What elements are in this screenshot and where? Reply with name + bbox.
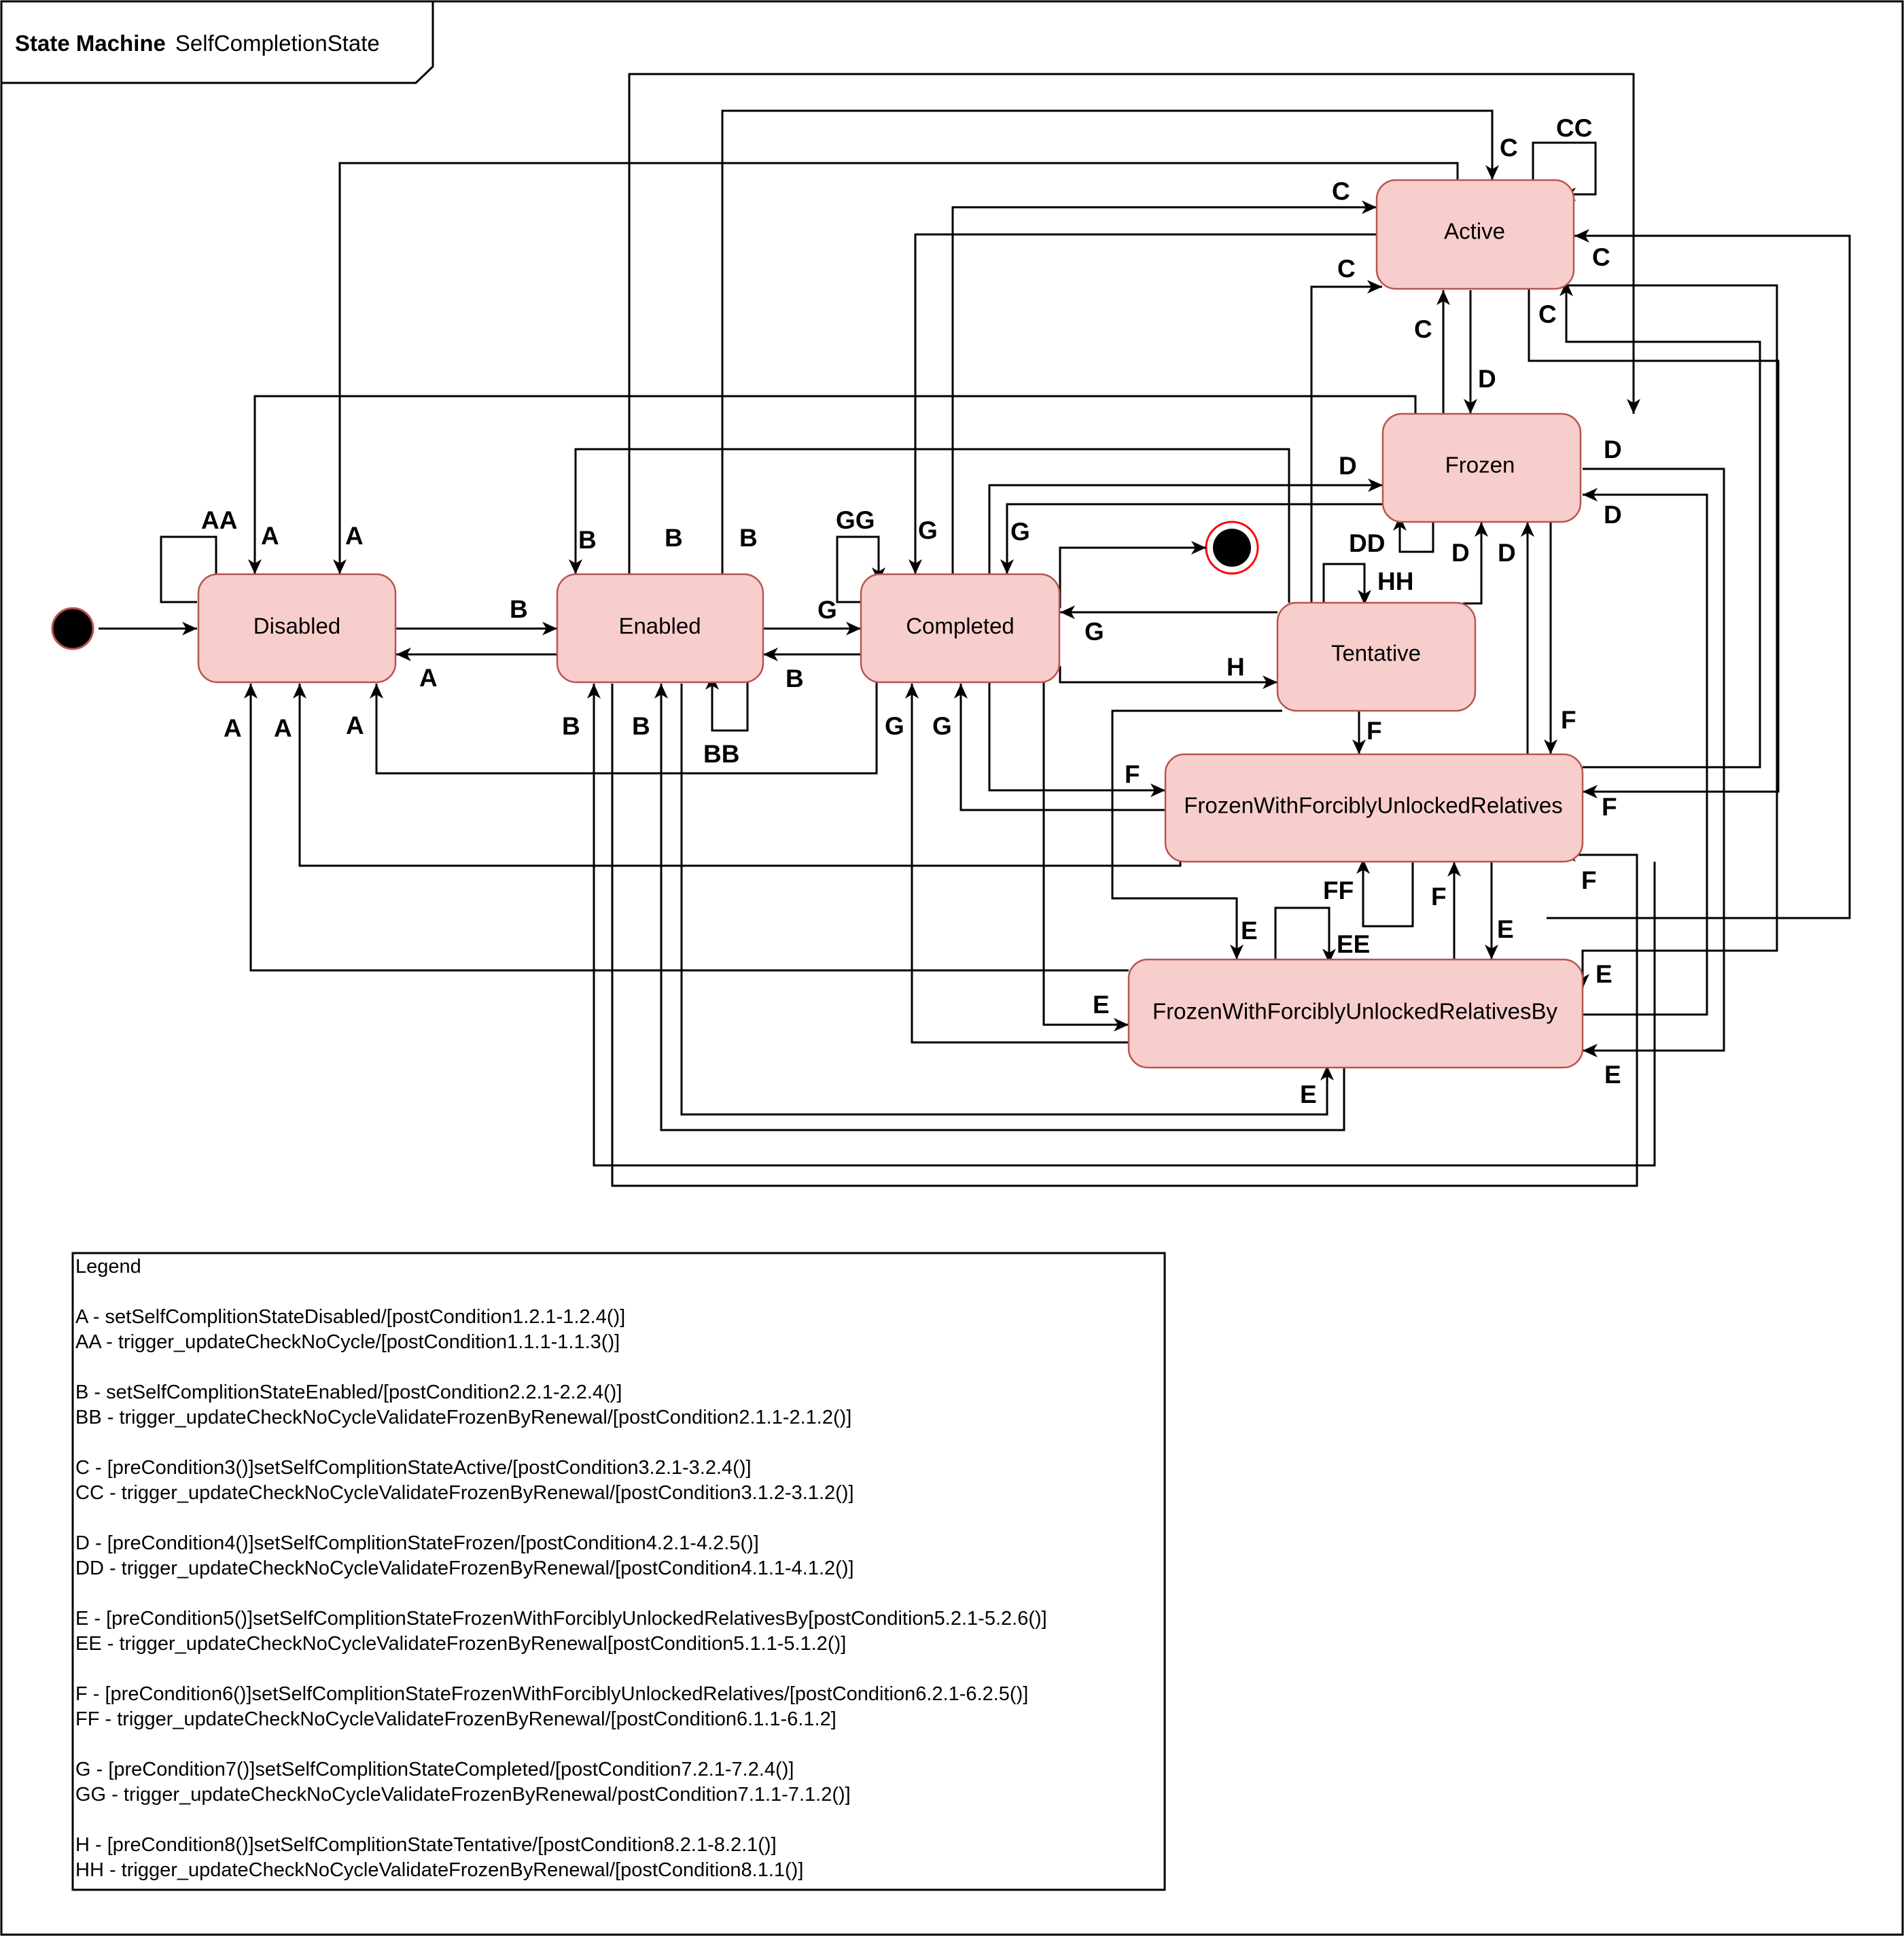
svg-text:F: F	[1602, 793, 1617, 821]
transition-labels: AA A A A A A A B B B B B B B BB G GG G G…	[201, 114, 1622, 1108]
state-frozen: Frozen	[1381, 412, 1582, 523]
state-enabled-label: Enabled	[618, 614, 701, 639]
svg-text:C: C	[1414, 315, 1432, 343]
legend-line: C - [preCondition3()]setSelfComplitionSt…	[75, 1457, 752, 1479]
svg-text:E: E	[1497, 915, 1514, 943]
svg-text:G: G	[817, 596, 837, 624]
svg-text:GG: GG	[836, 506, 875, 534]
svg-text:DD: DD	[1349, 529, 1385, 557]
svg-text:G: G	[1085, 618, 1104, 646]
state-completed-label: Completed	[906, 614, 1015, 639]
state-tentative: Tentative	[1276, 601, 1477, 712]
svg-text:E: E	[1093, 991, 1110, 1019]
svg-text:D: D	[1478, 365, 1496, 393]
svg-text:G: G	[885, 712, 904, 740]
svg-text:EE: EE	[1337, 930, 1370, 958]
initial-state	[51, 607, 94, 650]
legend-line: D - [preCondition4()]setSelfComplitionSt…	[75, 1532, 759, 1554]
svg-text:A: A	[274, 714, 292, 742]
svg-text:CC: CC	[1556, 114, 1592, 142]
state-enabled: Enabled	[556, 573, 764, 684]
state-frozen-relatives-by-label: FrozenWithForciblyUnlockedRelativesBy	[1152, 999, 1558, 1024]
svg-text:A: A	[224, 714, 242, 742]
svg-text:A: A	[261, 522, 279, 550]
svg-text:H: H	[1227, 653, 1245, 681]
state-completed: Completed	[860, 573, 1061, 684]
state-frozen-relatives-by: FrozenWithForciblyUnlockedRelativesBy	[1127, 958, 1584, 1069]
legend-line: DD - trigger_updateCheckNoCycleValidateF…	[75, 1557, 854, 1579]
svg-text:F: F	[1581, 866, 1597, 894]
svg-text:E: E	[1300, 1080, 1317, 1108]
state-frozen-label: Frozen	[1445, 453, 1515, 478]
svg-text:F: F	[1561, 706, 1576, 734]
legend: Legend A - setSelfComplitionStateDisable…	[75, 1256, 1047, 1881]
svg-text:C: C	[1337, 255, 1356, 283]
svg-text:D: D	[1451, 539, 1470, 567]
legend-line: CC - trigger_updateCheckNoCycleValidateF…	[75, 1482, 854, 1504]
legend-title: Legend	[75, 1256, 141, 1278]
svg-text:G: G	[1010, 518, 1030, 546]
svg-text:B: B	[510, 595, 528, 623]
svg-text:E: E	[1241, 917, 1258, 945]
svg-text:G: G	[932, 712, 952, 740]
state-active: Active	[1375, 179, 1575, 290]
frame-title-tab	[0, 0, 434, 84]
svg-text:B: B	[665, 524, 683, 552]
state-disabled-label: Disabled	[253, 614, 340, 639]
legend-line: AA - trigger_updateCheckNoCycle/[postCon…	[75, 1331, 620, 1353]
final-state-inner	[1213, 529, 1251, 567]
legend-line: B - setSelfComplitionStateEnabled/[postC…	[75, 1381, 622, 1403]
svg-text:C: C	[1592, 243, 1610, 271]
svg-text:D: D	[1604, 436, 1622, 463]
frame-title-keyword: State Machine	[15, 31, 166, 56]
svg-text:BB: BB	[703, 740, 739, 768]
svg-text:A: A	[346, 711, 364, 739]
legend-line: G - [preCondition7()]setSelfComplitionSt…	[75, 1759, 794, 1780]
svg-text:D: D	[1339, 452, 1357, 480]
frame-title: State Machine SelfCompletionState	[15, 31, 380, 56]
svg-text:G: G	[918, 516, 938, 544]
state-frozen-relatives: FrozenWithForciblyUnlockedRelatives	[1164, 753, 1584, 863]
svg-text:A: A	[345, 522, 364, 550]
svg-text:F: F	[1367, 717, 1382, 745]
legend-line: A - setSelfComplitionStateDisabled/[post…	[75, 1306, 625, 1328]
frame-title-name: SelfCompletionState	[175, 31, 380, 56]
svg-text:C: C	[1500, 134, 1518, 162]
legend-line: E - [preCondition5()]setSelfComplitionSt…	[75, 1608, 1047, 1630]
svg-text:E: E	[1604, 1061, 1621, 1089]
state-frozen-relatives-label: FrozenWithForciblyUnlockedRelatives	[1184, 793, 1563, 818]
svg-text:C: C	[1332, 177, 1350, 205]
legend-line: GG - trigger_updateCheckNoCycleValidateF…	[75, 1784, 851, 1806]
state-disabled: Disabled	[197, 573, 397, 684]
svg-text:A: A	[419, 664, 438, 692]
legend-line: EE - trigger_updateCheckNoCycleValidateF…	[75, 1633, 846, 1655]
legend-line: BB - trigger_updateCheckNoCycleValidateF…	[75, 1407, 851, 1428]
svg-text:FF: FF	[1323, 877, 1354, 904]
legend-line: H - [preCondition8()]setSelfComplitionSt…	[75, 1834, 777, 1856]
state-tentative-label: Tentative	[1331, 641, 1421, 666]
svg-text:B: B	[562, 712, 580, 740]
svg-text:E: E	[1596, 960, 1612, 988]
svg-text:D: D	[1604, 501, 1622, 529]
state-active-label: Active	[1444, 219, 1505, 244]
svg-text:B: B	[578, 526, 597, 554]
svg-text:D: D	[1498, 539, 1516, 567]
legend-box	[71, 1252, 1166, 1891]
svg-text:F: F	[1125, 760, 1140, 788]
svg-text:F: F	[1431, 883, 1447, 911]
svg-text:HH: HH	[1377, 567, 1413, 595]
svg-text:B: B	[632, 712, 650, 740]
legend-line: F - [preCondition6()]setSelfComplitionSt…	[75, 1683, 1028, 1705]
svg-text:B: B	[786, 665, 804, 692]
svg-text:AA: AA	[201, 506, 237, 534]
svg-text:C: C	[1538, 300, 1557, 328]
legend-line: FF - trigger_updateCheckNoCycleValidateF…	[75, 1708, 836, 1730]
legend-line: HH - trigger_updateCheckNoCycleValidateF…	[75, 1859, 803, 1881]
svg-text:B: B	[739, 524, 758, 552]
transitions	[99, 73, 1851, 1187]
